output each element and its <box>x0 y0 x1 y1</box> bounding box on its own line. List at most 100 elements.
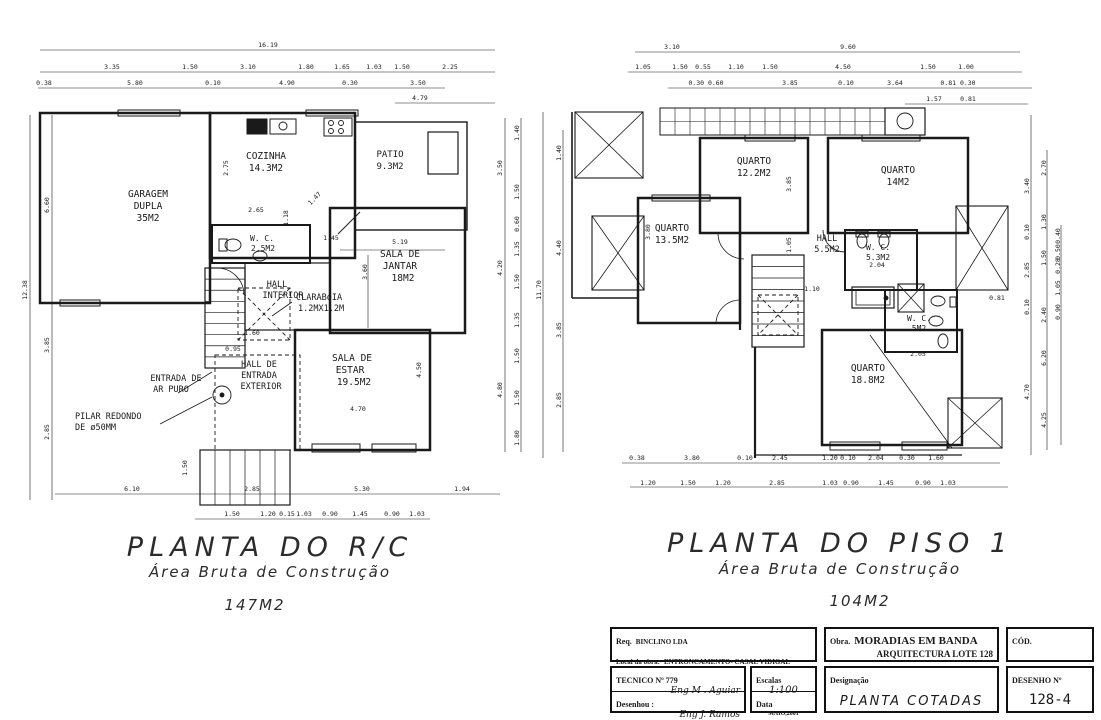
svg-text:DE ø50MM: DE ø50MM <box>75 423 116 433</box>
svg-text:1.45: 1.45 <box>323 234 339 242</box>
obra-label: Obra. <box>830 637 851 646</box>
svg-text:INTERIOR: INTERIOR <box>263 291 305 301</box>
svg-text:6.10: 6.10 <box>124 485 140 493</box>
left-plan-subtitle: Área Bruta de Construção <box>148 563 392 581</box>
left-plan-title: PLANTA DO R/C <box>126 532 414 563</box>
svg-text:1.03: 1.03 <box>822 479 838 487</box>
svg-text:1.40: 1.40 <box>513 125 521 141</box>
svg-text:1.35: 1.35 <box>513 312 521 328</box>
svg-text:0.38: 0.38 <box>629 454 645 462</box>
svg-text:4.70: 4.70 <box>350 405 366 413</box>
svg-text:0.90: 0.90 <box>843 479 859 487</box>
svg-text:0.15: 0.15 <box>279 510 295 518</box>
svg-text:ENTRADA: ENTRADA <box>241 371 277 381</box>
svg-text:0.55: 0.55 <box>695 63 711 71</box>
svg-text:PATIO: PATIO <box>376 150 403 160</box>
req-value: BINCLINO LDA <box>635 638 688 646</box>
escalas-label: Escalas <box>756 676 782 685</box>
svg-text:19.5M2: 19.5M2 <box>337 377 371 388</box>
svg-text:1.40: 1.40 <box>555 145 563 161</box>
svg-text:4.79: 4.79 <box>412 94 428 102</box>
svg-text:14M2: 14M2 <box>887 177 910 188</box>
designacao-label: Designação <box>830 676 869 685</box>
right-plan-area: 104M2 <box>829 592 891 610</box>
right-plan-title: PLANTA DO PISO 1 <box>666 528 1014 559</box>
svg-text:1.50: 1.50 <box>513 184 521 200</box>
svg-text:1.50: 1.50 <box>680 479 696 487</box>
svg-text:3.85: 3.85 <box>555 322 563 338</box>
svg-text:14.3M2: 14.3M2 <box>249 163 283 174</box>
svg-text:1.50: 1.50 <box>762 63 778 71</box>
svg-text:5M2: 5M2 <box>912 324 927 333</box>
svg-text:5.80: 5.80 <box>127 79 143 87</box>
svg-text:0.81: 0.81 <box>960 95 976 103</box>
svg-text:3.60: 3.60 <box>361 264 369 280</box>
svg-text:0.90: 0.90 <box>384 510 400 518</box>
svg-text:1.45: 1.45 <box>352 510 368 518</box>
svg-text:0.90: 0.90 <box>322 510 338 518</box>
svg-text:1.45: 1.45 <box>878 479 894 487</box>
svg-text:1.00: 1.00 <box>958 63 974 71</box>
svg-text:2.05: 2.05 <box>910 350 926 358</box>
svg-text:1.60: 1.60 <box>244 329 260 337</box>
svg-text:2.25: 2.25 <box>442 63 458 71</box>
svg-text:HALL: HALL <box>267 280 287 290</box>
svg-text:COZINHA: COZINHA <box>246 151 286 162</box>
svg-text:35M2: 35M2 <box>137 213 160 224</box>
svg-text:3.85: 3.85 <box>785 176 793 192</box>
svg-text:1.03: 1.03 <box>409 510 425 518</box>
svg-text:0.30: 0.30 <box>342 79 358 87</box>
svg-text:0.10: 0.10 <box>838 79 854 87</box>
svg-text:1.20: 1.20 <box>640 479 656 487</box>
svg-text:2.65: 2.65 <box>248 206 264 214</box>
svg-text:ENTRADA DE: ENTRADA DE <box>150 374 201 384</box>
svg-text:3.80: 3.80 <box>684 454 700 462</box>
svg-text:0.10: 0.10 <box>840 454 856 462</box>
titleblock-obra-cell: Obra. MORADIAS EM BANDA ARQUITECTURA LOT… <box>824 627 999 662</box>
right-plan-subtitle: Área Bruta de Construção <box>718 560 962 578</box>
titleblock-designacao-cell: Designação PLANTA COTADAS <box>824 666 999 713</box>
svg-text:3.50: 3.50 <box>496 160 504 176</box>
tecnico-label: TECNICO Nº 779 <box>616 676 678 685</box>
svg-text:4.70: 4.70 <box>1023 384 1031 400</box>
svg-text:13.5M2: 13.5M2 <box>655 235 689 246</box>
svg-text:6.20: 6.20 <box>1040 350 1048 366</box>
svg-text:GARAGEM: GARAGEM <box>128 189 168 200</box>
svg-text:W. C.: W. C. <box>907 314 931 323</box>
svg-text:9.3M2: 9.3M2 <box>376 162 403 172</box>
data-label: Data <box>756 700 773 709</box>
svg-text:QUARTO: QUARTO <box>737 156 772 167</box>
svg-text:0.81 0.30: 0.81 0.30 <box>940 79 975 87</box>
svg-text:2.5M2: 2.5M2 <box>251 244 275 253</box>
svg-text:2.85: 2.85 <box>244 485 260 493</box>
titleblock-tecnico-cell: TECNICO Nº 779 Eng M . Aguiar Desenhou :… <box>610 666 746 720</box>
svg-text:1.50: 1.50 <box>224 510 240 518</box>
svg-text:0.40: 0.40 <box>1054 228 1062 244</box>
data-value: MAIO,2001 <box>768 711 799 717</box>
svg-text:1.50: 1.50 <box>513 390 521 406</box>
cod-label: CÓD. <box>1012 637 1032 646</box>
svg-text:3.85: 3.85 <box>782 79 798 87</box>
svg-text:3.50: 3.50 <box>410 79 426 87</box>
svg-text:1.94: 1.94 <box>454 485 470 493</box>
svg-text:1.50: 1.50 <box>1040 250 1048 266</box>
svg-text:1.50: 1.50 <box>394 63 410 71</box>
svg-text:0.60: 0.60 <box>513 216 521 232</box>
svg-text:1.10: 1.10 <box>728 63 744 71</box>
svg-text:HALL: HALL <box>817 234 837 244</box>
svg-text:3.80: 3.80 <box>644 224 652 240</box>
svg-text:1.10: 1.10 <box>804 285 820 293</box>
svg-text:1.05: 1.05 <box>1054 280 1062 296</box>
svg-text:0.10: 0.10 <box>1023 224 1031 240</box>
svg-text:1.03: 1.03 <box>940 479 956 487</box>
svg-text:SALA DE: SALA DE <box>380 249 420 260</box>
svg-text:QUARTO: QUARTO <box>655 223 690 234</box>
svg-text:1.80: 1.80 <box>298 63 314 71</box>
svg-text:2.85: 2.85 <box>769 479 785 487</box>
svg-text:2.85: 2.85 <box>555 392 563 408</box>
svg-text:12.2M2: 12.2M2 <box>737 168 771 179</box>
local-label: Local da obra: <box>616 658 660 666</box>
svg-text:1.50: 1.50 <box>513 274 521 290</box>
svg-text:3.35: 3.35 <box>104 63 120 71</box>
svg-text:DUPLA: DUPLA <box>134 201 163 212</box>
